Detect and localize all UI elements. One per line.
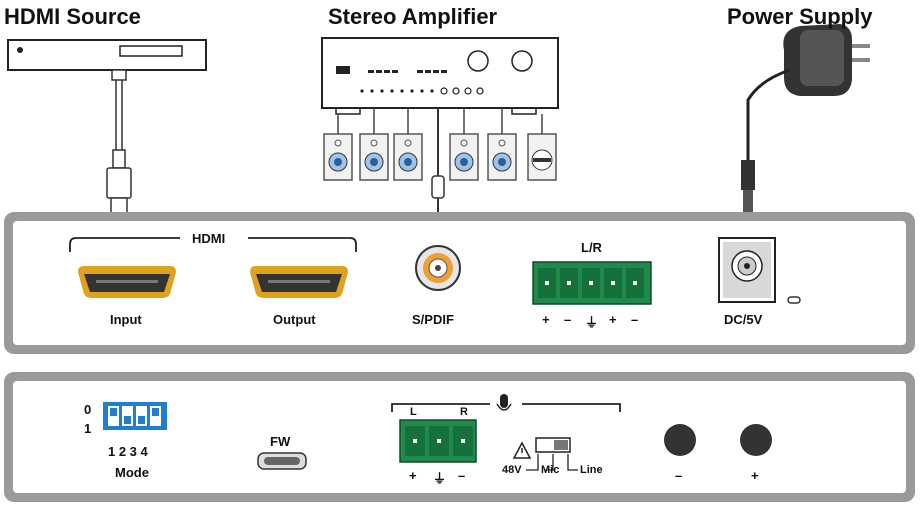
hdmi-output-port — [250, 266, 348, 298]
fw-usb-port — [257, 452, 307, 470]
stereo-amplifier-title: Stereo Amplifier — [328, 4, 498, 29]
volume-down-button — [664, 424, 696, 456]
dc-label: DC/5V — [724, 312, 763, 327]
mode-label: Mode — [115, 465, 149, 480]
power-supply-device — [741, 24, 870, 214]
stereo-amplifier-device — [321, 37, 559, 115]
warning-icon — [512, 441, 532, 459]
mic-pin-3: – — [458, 468, 466, 483]
volume-up-button — [740, 424, 772, 456]
hdmi-source-device — [7, 39, 207, 71]
lr-pin-1: + — [542, 312, 550, 327]
dip-numbers: 1 2 3 4 — [108, 444, 148, 459]
hdmi-group-label: HDMI — [192, 231, 226, 246]
mic-label: Mic — [541, 464, 560, 476]
mic-r-label: R — [460, 406, 468, 418]
mic-l-label: L — [410, 406, 417, 418]
back-panel — [4, 372, 915, 502]
hdmi-output-label: Output — [273, 312, 316, 327]
amplifier-connectors — [323, 108, 557, 181]
front-panel — [4, 212, 915, 354]
hdmi-input-label: Input — [110, 312, 142, 327]
lr-terminal-block — [532, 261, 652, 305]
lr-pin-4: + — [609, 312, 617, 327]
plus-label: + — [751, 468, 759, 483]
lr-pin-2: – — [564, 312, 572, 327]
hdmi-source-title: HDMI Source — [4, 4, 141, 29]
spdif-label: S/PDIF — [412, 312, 454, 327]
mic-pin-2: ⏚ — [433, 471, 447, 486]
hdmi-input-port — [78, 266, 176, 298]
spdif-port — [415, 245, 461, 291]
lr-pin-3: ⏚ — [585, 315, 599, 330]
dc-power-jack — [718, 237, 776, 303]
fw-label: FW — [270, 434, 291, 449]
48v-label: 48V — [502, 464, 522, 476]
minus-label: – — [675, 468, 683, 483]
dip-switch — [103, 402, 167, 430]
mic-line-switch — [526, 437, 578, 471]
line-label: Line — [580, 464, 603, 476]
power-supply-title: Power Supply — [727, 4, 873, 29]
led-indicator — [787, 296, 801, 304]
dip-row-1-label: 1 — [84, 421, 92, 436]
spdif-cable — [431, 108, 445, 212]
dip-row-0-label: 0 — [84, 402, 92, 417]
mic-icon — [496, 394, 512, 411]
mic-terminal-block — [399, 419, 477, 463]
lr-pin-5: – — [631, 312, 639, 327]
hdmi-cable — [106, 69, 132, 217]
mic-pin-1: + — [409, 468, 417, 483]
lr-label: L/R — [581, 240, 602, 255]
